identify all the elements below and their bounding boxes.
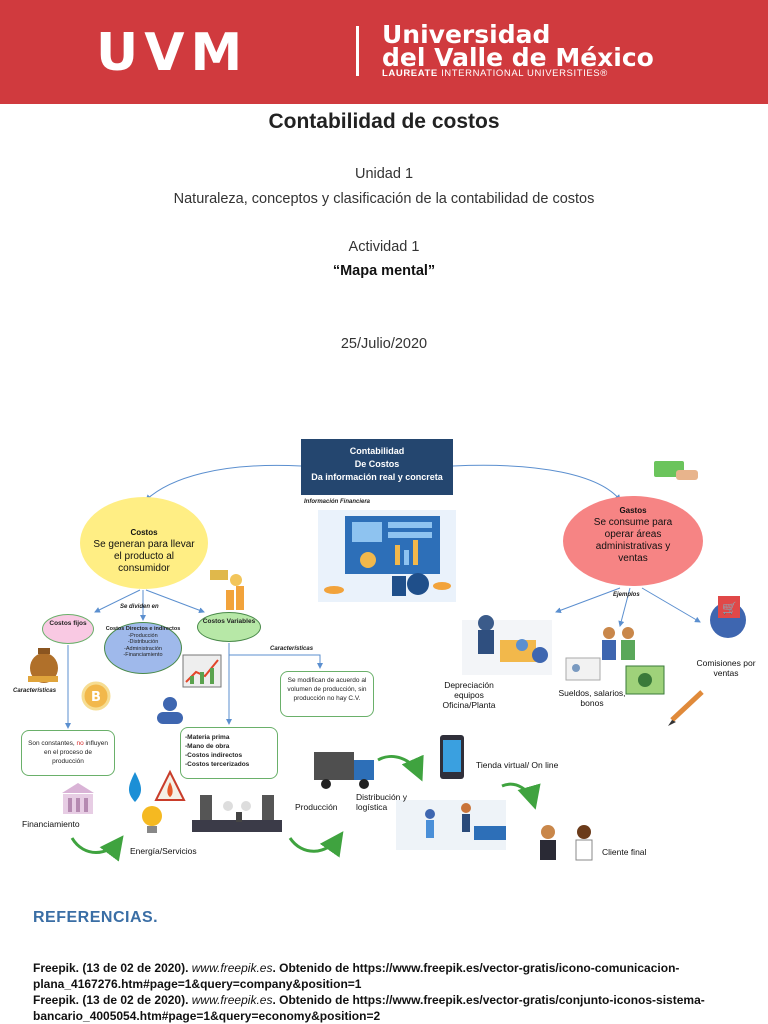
se-dividen-label: Se dividen en bbox=[120, 604, 159, 610]
variables-characteristic-box: Se modifican de acuerdo al volumen de pr… bbox=[280, 671, 374, 717]
caracteristicas-left-label: Características bbox=[13, 688, 57, 694]
reference-site[interactable]: www.freepik.es bbox=[191, 961, 273, 975]
costos-title: Costos bbox=[130, 528, 158, 537]
university-name-line1: Universidad bbox=[382, 20, 551, 49]
fijos-box-no: no bbox=[76, 740, 84, 747]
root-line-3: Da información real y concreta bbox=[311, 472, 443, 482]
cliente-final-label: Cliente final bbox=[602, 847, 647, 857]
university-name-line2: del Valle de México bbox=[382, 43, 654, 72]
activity-title: “Mapa mental” bbox=[332, 263, 436, 279]
costos-variables-node: Costos Variables bbox=[197, 612, 261, 642]
logo-divider bbox=[356, 26, 359, 76]
document-date: 25/Julio/2020 bbox=[340, 336, 428, 352]
gastos-description: Se consume para operar áreas administrat… bbox=[593, 517, 673, 564]
money-bag-icon bbox=[28, 648, 58, 683]
costos-fijos-node: Costos fijos bbox=[42, 614, 94, 644]
comisiones-label: Comisiones por ventas bbox=[696, 658, 756, 678]
header-banner: UVM Universidad del Valle de México LAUR… bbox=[0, 0, 768, 104]
bank-icon bbox=[62, 783, 94, 814]
svg-text:🛒: 🛒 bbox=[722, 601, 737, 615]
delivery-truck-icon bbox=[314, 752, 374, 789]
pencil-icon bbox=[668, 690, 704, 726]
sueldos-label: Sueldos, salarios, bonos bbox=[558, 688, 626, 708]
depreciacion-label: Depreciación equipos Oficina/Planta bbox=[442, 680, 496, 710]
clients-illustration bbox=[540, 825, 593, 861]
variables-list-item: -Costos indirectos bbox=[185, 752, 243, 759]
directos-item: -Administración bbox=[124, 645, 162, 652]
reference-author: Freepik. (13 de 02 de 2020). bbox=[33, 961, 192, 975]
water-drop-icon bbox=[128, 772, 142, 802]
production-line-illustration bbox=[192, 795, 282, 832]
ejemplos-label: Ejemplos bbox=[613, 592, 640, 598]
svg-text:B: B bbox=[91, 690, 101, 705]
costos-variables-label: Costos Variables bbox=[202, 618, 256, 625]
distribucion-label: Distribución y logística bbox=[356, 792, 408, 812]
office-workers-illustration bbox=[462, 615, 552, 675]
banknote-icon bbox=[625, 665, 665, 695]
bitcoin-icon: B bbox=[81, 681, 111, 711]
gastos-cloud-node: Gastos Se consume para operar áreas admi… bbox=[563, 496, 703, 586]
reference-text: . Obtenido de https://www.freepik.es/vec… bbox=[33, 993, 705, 1023]
money-hand-icon bbox=[654, 461, 698, 480]
uvm-logo: UVM bbox=[96, 23, 249, 83]
reference-text: . Obtenido de https://www.freepik.es/vec… bbox=[33, 961, 680, 991]
variables-list-item: -Materia prima bbox=[185, 734, 230, 741]
unit-subtitle: Naturaleza, conceptos y clasificación de… bbox=[173, 191, 595, 207]
shopping-cart-hand-icon: 🛒 bbox=[710, 596, 746, 638]
tienda-label: Tienda virtual/ On line bbox=[476, 760, 559, 770]
fijos-box-text-a: Son constantes, bbox=[28, 740, 77, 747]
id-card-icon bbox=[565, 657, 601, 681]
costos-directos-title: Costos Directos e indirectos bbox=[105, 626, 181, 632]
costos-cloud-node: Costos Se generan para llevar el product… bbox=[80, 497, 208, 589]
fire-warning-icon bbox=[154, 769, 186, 801]
root-line-2: De Costos bbox=[354, 459, 400, 469]
mindmap-root-node: Contabilidad De Costos Da información re… bbox=[301, 439, 453, 495]
directos-item: -Distribución bbox=[127, 639, 159, 645]
gastos-title: Gastos bbox=[619, 506, 647, 515]
financiamiento-label: Financiamiento bbox=[22, 819, 80, 829]
costos-description: Se generan para llevar el producto al co… bbox=[93, 539, 195, 574]
references-heading: REFERENCIAS. bbox=[33, 909, 159, 926]
produccion-label: Producción bbox=[295, 802, 338, 812]
reference-author: Freepik. (13 de 02 de 2020). bbox=[33, 993, 192, 1007]
energia-label: Energía/Servicios bbox=[130, 846, 197, 856]
people-icon bbox=[157, 697, 183, 724]
coin-stack-icon bbox=[210, 570, 244, 610]
directos-item: -Financiamiento bbox=[123, 652, 163, 658]
smartphone-icon bbox=[440, 735, 464, 779]
caracteristicas-right-label: Características bbox=[270, 646, 314, 652]
activity-label: Actividad 1 bbox=[348, 239, 420, 255]
reference-site[interactable]: www.freepik.es bbox=[191, 993, 273, 1007]
laureate-tagline: LAUREATE INTERNATIONAL UNIVERSITIES® bbox=[382, 68, 608, 79]
reference-item: Freepik. (13 de 02 de 2020). www.freepik… bbox=[33, 992, 753, 1024]
fijos-box-text-b: influyen en el proceso de producción bbox=[43, 740, 108, 765]
reference-item: Freepik. (13 de 02 de 2020). www.freepik… bbox=[33, 960, 753, 992]
employees-icon bbox=[602, 627, 635, 660]
fijos-characteristic-box: Son constantes, no influyen en el proces… bbox=[21, 730, 115, 776]
variables-list-item: -Mano de obra bbox=[185, 743, 230, 750]
unit-label: Unidad 1 bbox=[354, 166, 414, 182]
dashboard-illustration bbox=[318, 510, 456, 602]
costos-directos-node: Costos Directos e indirectos -Producción… bbox=[104, 622, 182, 674]
directos-item: -Producción bbox=[128, 632, 158, 639]
document-title: Contabilidad de costos bbox=[268, 110, 500, 133]
root-caption: Información Financiera bbox=[304, 499, 371, 505]
chart-board-icon bbox=[182, 654, 222, 688]
variables-list-item: -Costos tercerizados bbox=[185, 761, 250, 768]
store-counter-illustration bbox=[396, 800, 506, 850]
lightbulb-icon bbox=[142, 806, 162, 833]
variables-list-box: -Materia prima -Mano de obra -Costos ind… bbox=[180, 727, 278, 779]
root-line-1: Contabilidad bbox=[349, 446, 405, 456]
costos-fijos-label: Costos fijos bbox=[49, 620, 87, 627]
